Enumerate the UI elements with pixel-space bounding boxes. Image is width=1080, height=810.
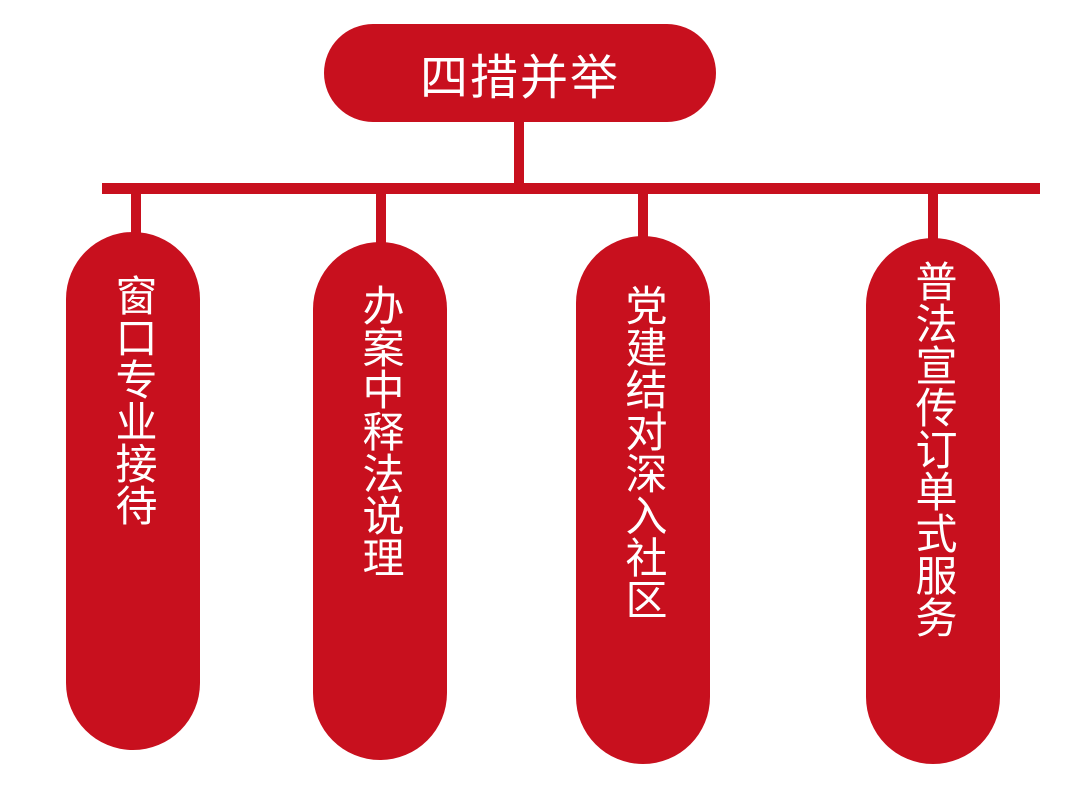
branch-label-3: 党建结对深入社区: [619, 284, 668, 620]
branch-node-4: 普法宣传订单式服务: [866, 238, 1000, 764]
branch-node-1: 窗口专业接待: [66, 232, 200, 750]
branch-node-3: 党建结对深入社区: [576, 236, 710, 764]
branch-connector-2: [376, 192, 386, 244]
root-node: 四措并举: [324, 24, 716, 122]
branch-label-2: 办案中释法说理: [356, 284, 405, 578]
horizontal-bar: [102, 183, 1040, 194]
root-connector: [514, 120, 524, 188]
branch-node-2: 办案中释法说理: [313, 242, 447, 760]
root-label: 四措并举: [419, 50, 620, 106]
branch-connector-4: [928, 192, 938, 240]
branch-connector-1: [131, 192, 141, 236]
branch-label-1: 窗口专业接待: [109, 274, 158, 526]
branch-label-4: 普法宣传订单式服务: [909, 260, 958, 638]
branch-connector-3: [638, 192, 648, 240]
